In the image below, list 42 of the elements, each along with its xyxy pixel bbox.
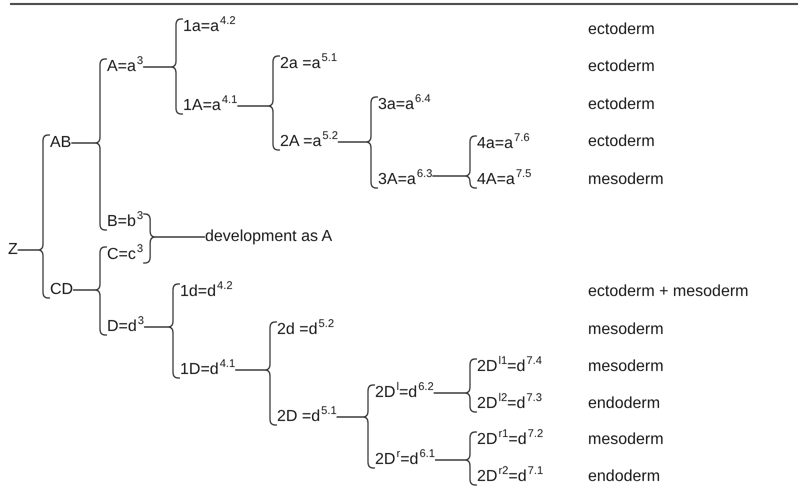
cell-label: development as A: [205, 227, 332, 247]
brace-connector: [432, 175, 477, 189]
cell-label: 2D$^{r}$=d$^{6.1}$: [375, 450, 435, 470]
brace-connector: [434, 392, 477, 413]
cell-label: 4A=a$^{7.5}$: [477, 170, 532, 190]
cell-label: 2D$^{r2}$=d$^{7.1}$: [477, 467, 544, 487]
cell-label: A=a$^{3}$: [107, 57, 144, 77]
germ-layer-label: ectoderm + mesoderm: [588, 282, 749, 302]
brace-connector: [143, 236, 205, 264]
cell-label: 2D$^{l1}$=d$^{7.4}$: [477, 357, 542, 377]
cell-label: 1A=a$^{4.1}$: [183, 96, 238, 116]
cell-label: B=b$^{3}$: [107, 212, 144, 232]
cell-label: 3a=a$^{6.4}$: [378, 95, 431, 115]
cell-label: 2A =a$^{5.2}$: [280, 132, 338, 152]
germ-layer-label: mesoderm: [588, 357, 664, 377]
cell-label: 3A=a$^{6.3}$: [378, 170, 432, 190]
cell-label: 2D =d$^{5.1}$: [277, 407, 337, 427]
germ-layer-label: mesoderm: [588, 320, 664, 340]
cell-label: AB: [50, 133, 72, 153]
germ-layer-label: mesoderm: [588, 170, 664, 190]
cell-label: 2a =a$^{5.1}$: [280, 54, 338, 74]
cell-label: 2D$^{l2}$=d$^{7.3}$: [477, 394, 542, 414]
cell-label: 1D=d$^{4.1}$: [180, 360, 236, 380]
germ-layer-label: ectoderm: [588, 132, 655, 152]
germ-layer-label: ectoderm: [588, 95, 655, 115]
germ-layer-label: ectoderm: [588, 20, 655, 40]
brace-connector: [71, 142, 107, 231]
cell-label: D=d$^{3}$: [107, 317, 144, 337]
germ-layer-label: endoderm: [588, 394, 660, 414]
cell-label: 4a=a$^{7.6}$: [477, 134, 530, 154]
brace-connector: [435, 459, 477, 486]
cell-label: 2d =d$^{5.2}$: [277, 320, 334, 340]
germ-layer-label: endoderm: [588, 467, 660, 487]
germ-layer-label: mesoderm: [588, 430, 664, 450]
cell-label: 2D$^{l}$=d$^{6.2}$: [375, 383, 434, 403]
cell-label: 2D$^{r1}$=d$^{7.2}$: [477, 430, 544, 450]
cell-label: Z: [8, 240, 18, 260]
cell-label: CD: [50, 280, 74, 300]
germ-layer-label: ectoderm: [588, 57, 655, 77]
cell-label: C=c$^{3}$: [107, 245, 144, 265]
cell-label: 1d=d$^{4.2}$: [180, 282, 233, 302]
cell-label: 1a=a$^{4.2}$: [183, 17, 236, 37]
